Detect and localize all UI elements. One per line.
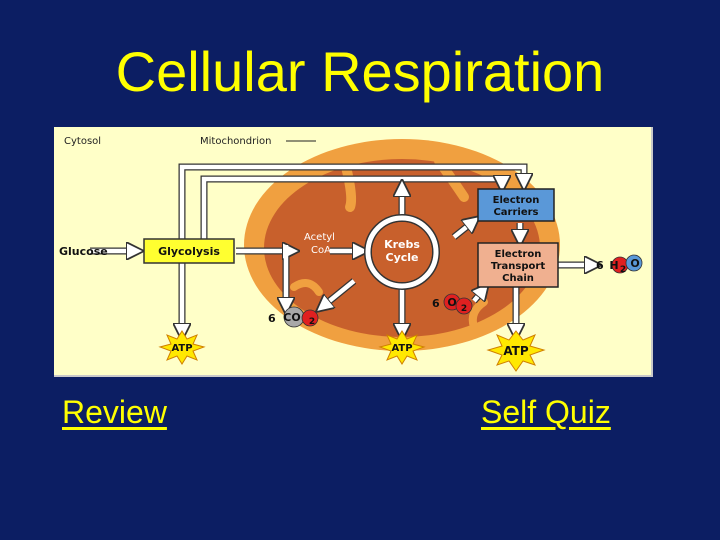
krebs-label-line2: Cycle — [386, 251, 419, 264]
co2-coefficient: 6 — [268, 312, 276, 325]
etc-label-line2: Transport — [491, 261, 545, 272]
cytosol-label: Cytosol — [64, 136, 101, 147]
co2-text: CO — [283, 311, 300, 324]
self-quiz-link[interactable]: Self Quiz — [481, 394, 611, 430]
krebs-cycle: Krebs Cycle — [364, 214, 440, 290]
acetyl-label-line2: CoA — [311, 245, 331, 256]
mitochondrion-label: Mitochondrion — [200, 136, 271, 147]
atp-starburst-1: ATP — [158, 330, 206, 365]
atp-label-1: ATP — [171, 343, 192, 354]
h2o-o-text: O — [630, 257, 639, 270]
cellular-respiration-diagram: Krebs Cycle Cytosol Mitochondrion Glucos… — [54, 127, 653, 377]
slide-title: Cellular Respiration — [115, 40, 605, 103]
atp-starburst-3: ATP — [486, 330, 546, 372]
review-link[interactable]: Review — [62, 394, 167, 430]
etc-label-line1: Electron — [495, 249, 542, 260]
h2o-h-text: H — [609, 259, 618, 272]
etc-label-line3: Chain — [502, 273, 534, 284]
electron-transport-chain-box: Electron Transport Chain — [477, 242, 559, 288]
acetyl-label-line1: Acetyl — [304, 232, 335, 243]
atp-starburst-2: ATP — [378, 330, 426, 365]
h2o-subscript: 2 — [620, 265, 626, 275]
glycolysis-box: Glycolysis — [143, 238, 235, 264]
carriers-label-line1: Electron — [493, 195, 540, 206]
atp-label-3: ATP — [503, 344, 529, 358]
co2-molecule: 6 CO 2 — [268, 306, 319, 328]
atp-label-2: ATP — [391, 343, 412, 354]
o2-coefficient: 6 — [432, 297, 440, 310]
glucose-label: Glucose — [59, 245, 108, 258]
carriers-label-line2: Carriers — [493, 207, 538, 218]
glycolysis-label: Glycolysis — [158, 245, 220, 258]
h2o-coefficient: 6 — [596, 259, 604, 272]
o2-text: O — [447, 296, 456, 309]
pathway-arrows — [90, 163, 594, 333]
o2-subscript: 2 — [461, 304, 467, 314]
o2-molecule: 6 O 2 — [432, 293, 473, 315]
krebs-label-line1: Krebs — [384, 238, 420, 251]
electron-carriers-box: Electron Carriers — [477, 188, 555, 222]
h2o-molecule: 6 H 2 O — [596, 254, 643, 275]
co2-subscript: 2 — [309, 317, 315, 327]
